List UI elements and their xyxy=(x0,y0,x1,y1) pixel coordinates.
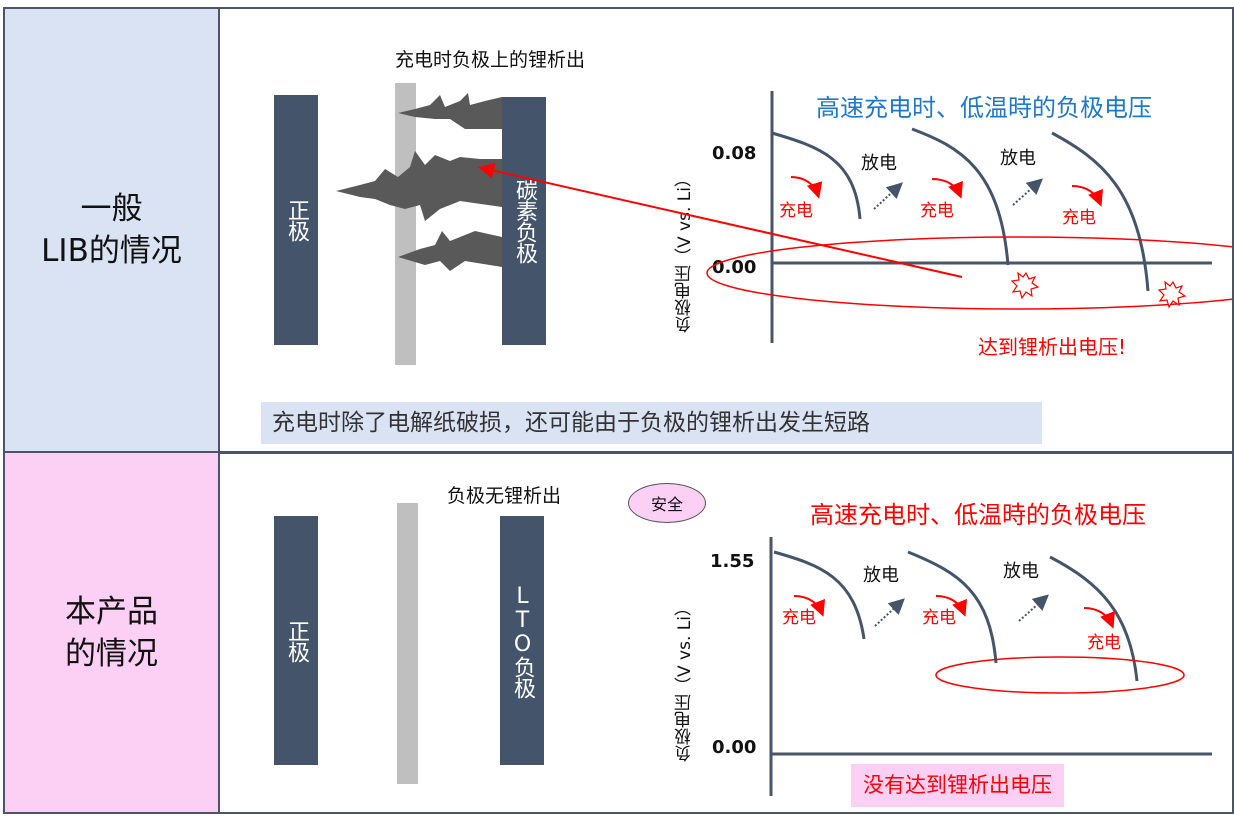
charge-label: 充电 xyxy=(920,201,954,221)
burst-icon xyxy=(1010,271,1187,309)
comparison-table: 一般 LIB的情况 充电时负极上的锂析出 正极 碳素负极 高速充电时、低温時的负… xyxy=(3,7,1234,814)
row-general-lib: 一般 LIB的情况 充电时负极上的锂析出 正极 碳素负极 高速充电时、低温時的负… xyxy=(5,9,1232,451)
short-circuit-note: 充电时除了电解纸破损，还可能由于负极的锂析出发生短路 xyxy=(261,402,1042,444)
lithium-dendrite-icon xyxy=(336,93,502,271)
discharge-label: 放电 xyxy=(1003,561,1039,582)
separator xyxy=(397,503,418,784)
discharge-label: 放电 xyxy=(863,565,899,586)
lithium-deposition-caption: 充电时负极上的锂析出 xyxy=(395,49,586,71)
y-tick-zero: 0.00 xyxy=(712,737,757,758)
row-label-this-product: 本产品 的情况 xyxy=(5,453,220,812)
chart-title-general: 高速充电时、低温時的负极电压 xyxy=(816,94,1152,122)
row-this-product: 本产品 的情况 负极无锂析出 正极 LTO负极 高速充电时、低温時的负极电压 负… xyxy=(5,453,1232,812)
general-lib-content: 充电时负极上的锂析出 正极 碳素负极 高速充电时、低温時的负极电压 负极电压（V… xyxy=(220,9,1232,451)
charge-label: 充电 xyxy=(779,201,813,221)
y-tick-high: 1.55 xyxy=(710,551,755,572)
voltage-chart-general xyxy=(478,91,1232,343)
warning-text: 达到锂析出电压! xyxy=(978,335,1127,359)
chart-title-product: 高速充电时、低温時的负极电压 xyxy=(810,501,1146,529)
y-tick-high: 0.08 xyxy=(712,143,757,164)
positive-electrode: 正极 xyxy=(274,95,318,345)
charge-label: 充电 xyxy=(782,608,816,628)
row-divider xyxy=(5,451,1232,454)
charge-label: 充电 xyxy=(1062,208,1096,228)
carbon-negative-electrode: 碳素负极 xyxy=(502,97,546,345)
charge-label: 充电 xyxy=(922,608,956,628)
this-product-content: 负极无锂析出 正极 LTO负极 高速充电时、低温時的负极电压 负极电压（V vs… xyxy=(220,453,1232,812)
safe-badge: 安全 xyxy=(628,483,706,523)
discharge-label: 放电 xyxy=(861,153,897,174)
charge-label: 充电 xyxy=(1087,633,1121,653)
separator xyxy=(395,83,416,365)
no-deposition-caption: 负极无锂析出 xyxy=(447,485,562,507)
voltage-chart-product xyxy=(769,537,1212,796)
lto-negative-electrode: LTO负极 xyxy=(500,516,544,765)
no-deposition-result: 没有达到锂析出电压 xyxy=(851,764,1064,807)
positive-electrode: 正极 xyxy=(274,516,318,765)
discharge-label: 放电 xyxy=(1000,148,1036,169)
row-label-general-lib: 一般 LIB的情况 xyxy=(5,9,220,451)
